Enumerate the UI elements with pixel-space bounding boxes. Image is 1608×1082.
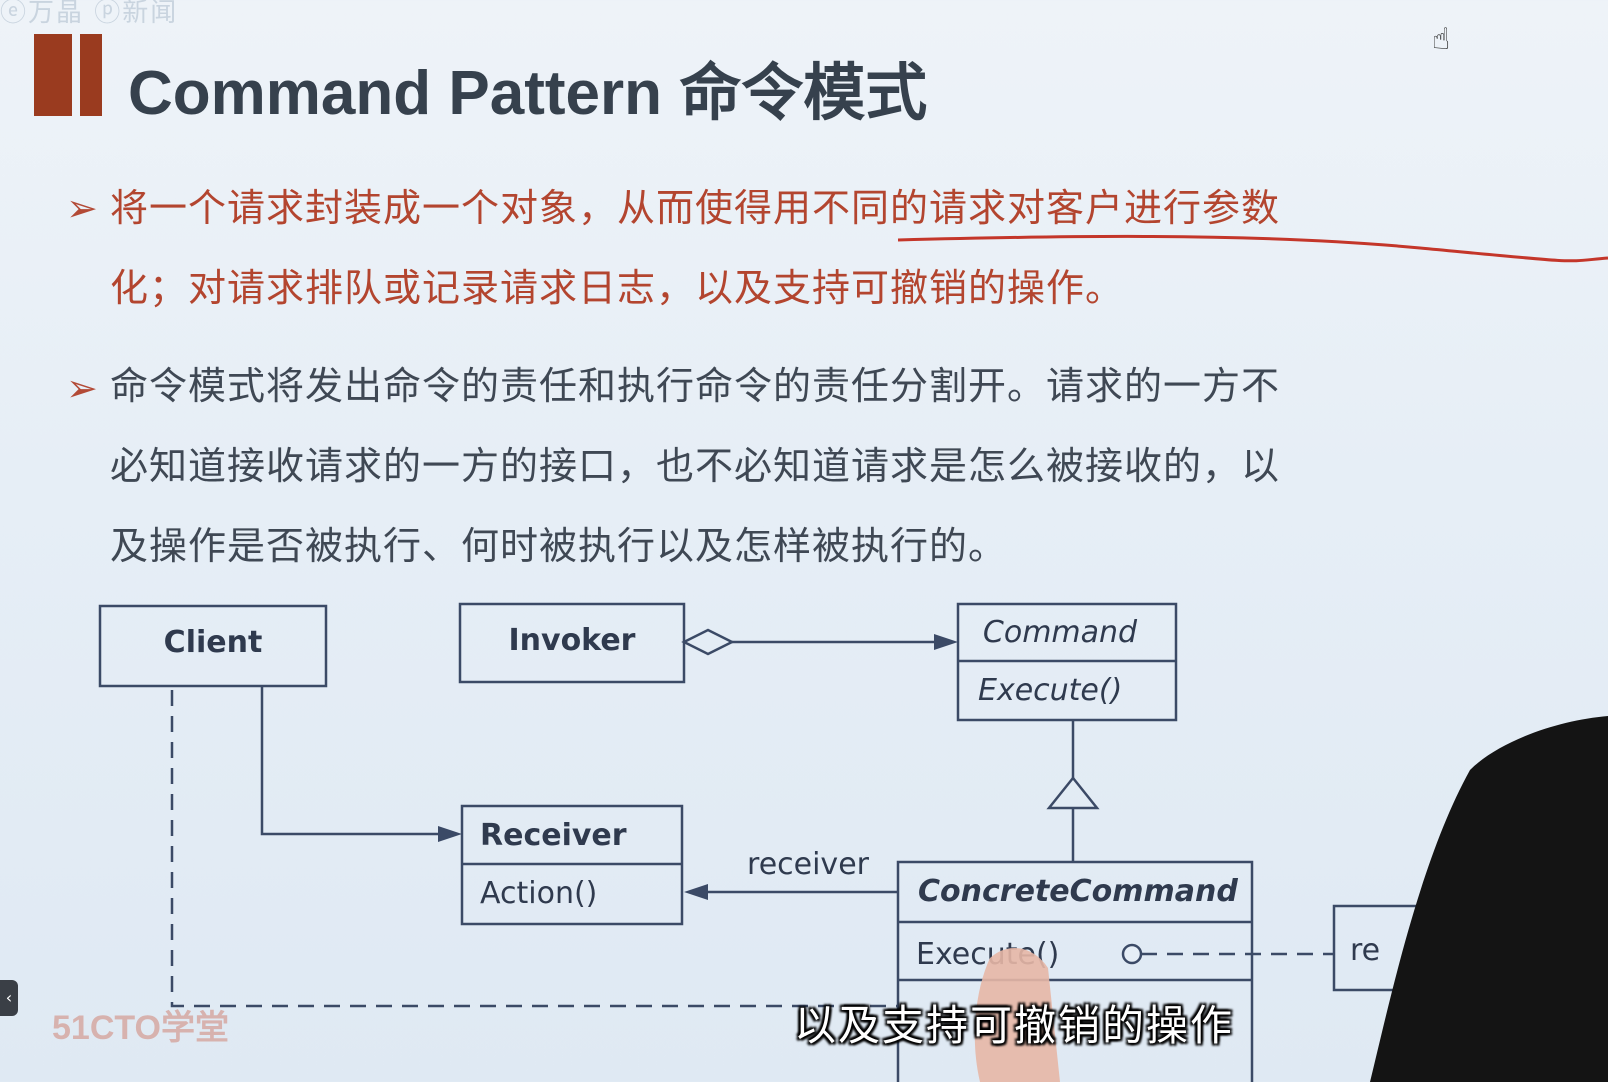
- bullet-2-line-1: 命令模式将发出命令的责任和执行命令的责任分割开。请求的一方不: [110, 364, 1281, 408]
- concrete-command-box: [896, 860, 1254, 1082]
- concrete-command-label: ConcreteCommand: [918, 874, 1238, 909]
- bullet-2-line-2: 必知道接收请求的一方的接口，也不必知道请求是怎么被接收的，以: [110, 444, 1281, 488]
- bullet-marker-icon: ➢: [66, 186, 98, 230]
- chevron-left-icon[interactable]: ‹: [0, 980, 18, 1016]
- bullet-marker-icon: ➢: [66, 366, 98, 410]
- bullet-2-line-3: 及操作是否被执行、何时被执行以及怎样被执行的。: [110, 524, 1008, 568]
- title-accent-bar-1: [34, 34, 72, 116]
- command-label: Command: [983, 615, 1138, 650]
- handwritten-underline: [897, 234, 1608, 263]
- bullet-paragraph-1: 将一个请求封装成一个对象，从而使得用不同的请求对客户进行参数 化；对请求排队或记…: [110, 168, 1608, 328]
- video-subtitle: 以及支持可撤销的操作: [793, 1001, 1234, 1050]
- assoc-label: receiver: [747, 847, 870, 882]
- invoker-label: Invoker: [509, 623, 636, 658]
- watermark-logo: 51CTO学堂: [52, 1009, 229, 1047]
- client-label: Client: [164, 625, 263, 660]
- command-op: Execute(): [978, 673, 1122, 708]
- top-faint-text: ⓔ万晶 ⓟ新闻: [0, 0, 179, 28]
- receiver-op: Action(): [480, 876, 597, 911]
- receiver-label: Receiver: [480, 818, 627, 853]
- bullet-1-line-1: 将一个请求封装成一个对象，从而使得用不同的请求对客户进行参数: [110, 186, 1281, 230]
- partial-box-label: re: [1350, 933, 1380, 968]
- title-accent-bar-2: [80, 34, 102, 116]
- title-accent-bars: [34, 34, 102, 116]
- bullet-paragraph-2: 命令模式将发出命令的责任和执行命令的责任分割开。请求的一方不 必知道接收请求的一…: [110, 346, 1608, 586]
- client-box: [98, 604, 328, 688]
- bullet-1-line-2: 化；对请求排队或记录请求日志，以及支持可撤销的操作。: [110, 266, 1125, 310]
- slide-title: Command Pattern 命令模式: [128, 59, 928, 128]
- hand-pointer-icon: ☝: [1432, 22, 1451, 57]
